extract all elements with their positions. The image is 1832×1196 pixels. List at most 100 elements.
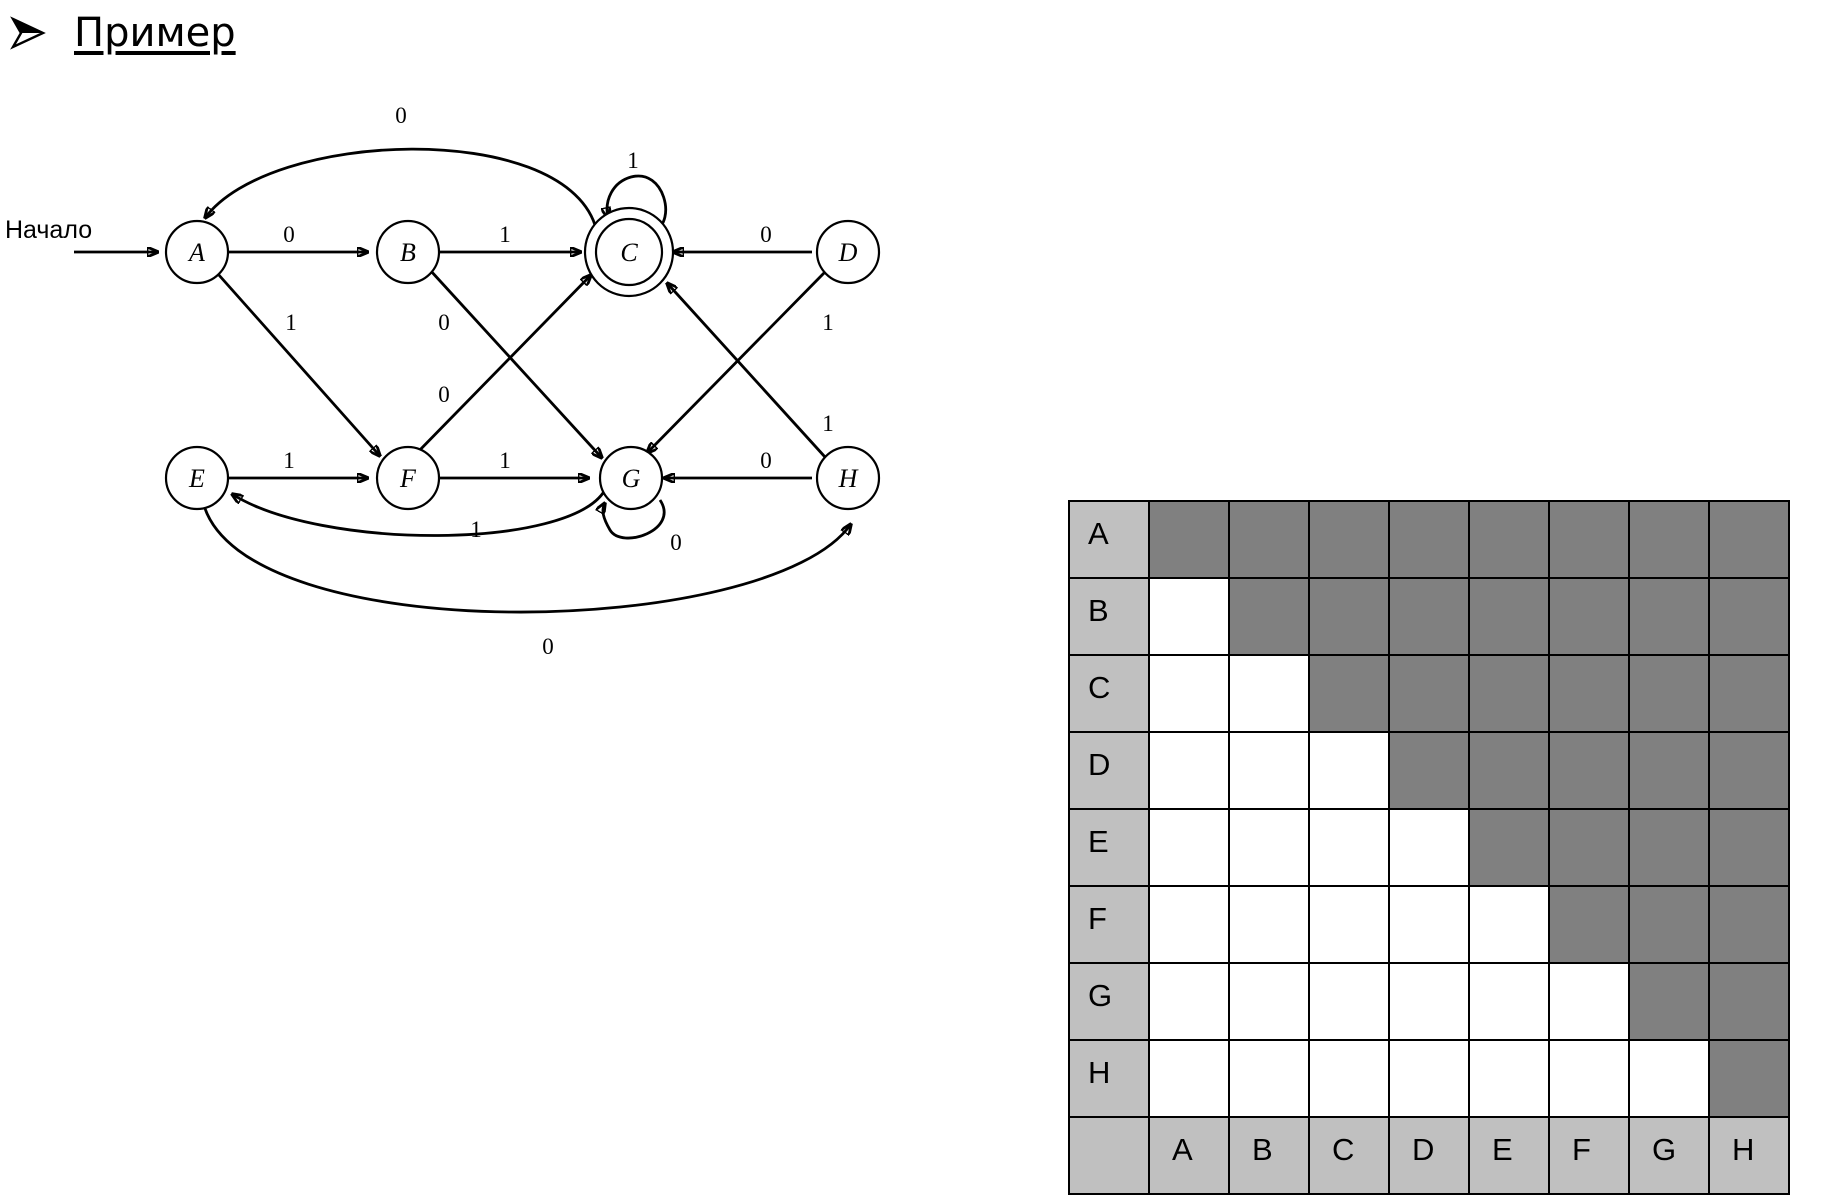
row-header: B (1068, 577, 1150, 656)
empty-cell (1388, 885, 1470, 964)
empty-cell (1308, 885, 1390, 964)
edge-label-h-g: 0 (760, 448, 772, 473)
edge-f-c (412, 275, 591, 457)
shaded-cell (1628, 654, 1710, 733)
shaded-cell (1148, 500, 1230, 579)
edge-label-g-g: 0 (670, 530, 682, 555)
empty-cell (1228, 731, 1310, 810)
empty-cell (1388, 808, 1470, 887)
shaded-cell (1388, 731, 1470, 810)
table-row: A (1068, 500, 1790, 579)
table-row: C (1068, 654, 1790, 733)
column-header: F (1548, 1116, 1630, 1195)
page-title: Пример (74, 10, 236, 56)
edge-label-a-f: 1 (285, 310, 297, 335)
column-header: C (1308, 1116, 1390, 1195)
shaded-cell (1468, 500, 1550, 579)
edge-label-f-c: 0 (438, 382, 450, 407)
empty-cell (1388, 1039, 1470, 1118)
edge-g-g (603, 499, 666, 540)
empty-cell (1308, 731, 1390, 810)
state-e: E (164, 445, 230, 511)
shaded-cell (1548, 731, 1630, 810)
edge-label-g-e: 1 (470, 517, 482, 542)
table-row: B (1068, 577, 1790, 656)
edge-label-b-g: 0 (438, 310, 450, 335)
svg-text:H: H (838, 464, 859, 493)
column-header: G (1628, 1116, 1710, 1195)
shaded-cell (1228, 577, 1310, 656)
empty-cell (1308, 808, 1390, 887)
edge-label-d-g: 1 (822, 310, 834, 335)
edge-label-h-c: 1 (822, 411, 834, 436)
table-row: G (1068, 962, 1790, 1041)
heading: Пример (10, 8, 236, 58)
shaded-cell (1628, 885, 1710, 964)
automaton-diagram: Начало A B C D E F G (5, 103, 881, 659)
empty-cell (1228, 808, 1310, 887)
edge-c-c (607, 174, 668, 232)
svg-text:C: C (620, 238, 638, 267)
table-row: F (1068, 885, 1790, 964)
empty-cell (1228, 885, 1310, 964)
column-header: A (1148, 1116, 1230, 1195)
shaded-cell (1708, 808, 1790, 887)
shaded-cell (1708, 885, 1790, 964)
empty-cell (1148, 654, 1230, 733)
empty-cell (1228, 1039, 1310, 1118)
state-a: A (164, 219, 230, 285)
shaded-cell (1548, 654, 1630, 733)
state-h: H (815, 445, 881, 511)
row-header: G (1068, 962, 1150, 1041)
edge-label-d-c: 0 (760, 222, 772, 247)
row-header: C (1068, 654, 1150, 733)
row-header: H (1068, 1039, 1150, 1118)
shaded-cell (1708, 654, 1790, 733)
edge-e-h (201, 501, 851, 614)
empty-cell (1148, 885, 1230, 964)
empty-cell (1148, 577, 1230, 656)
edge-label-e-f: 1 (283, 448, 295, 473)
shaded-cell (1308, 577, 1390, 656)
shaded-cell (1548, 500, 1630, 579)
column-header: B (1228, 1116, 1310, 1195)
table-row: H (1068, 1039, 1790, 1118)
shaded-cell (1468, 731, 1550, 810)
edge-a-f (216, 273, 380, 456)
shaded-cell (1628, 962, 1710, 1041)
row-header: E (1068, 808, 1150, 887)
edge-label-e-h: 0 (542, 634, 554, 659)
row-header: D (1068, 731, 1150, 810)
empty-cell (1628, 1039, 1710, 1118)
edge-label-c-a: 0 (395, 103, 407, 128)
empty-cell (1228, 654, 1310, 733)
empty-cell (1548, 962, 1630, 1041)
empty-cell (1148, 808, 1230, 887)
svg-text:F: F (399, 464, 417, 493)
state-g: G (598, 445, 664, 511)
empty-cell (1468, 962, 1550, 1041)
edge-c-a (205, 147, 597, 226)
empty-cell (1148, 962, 1230, 1041)
shaded-cell (1548, 885, 1630, 964)
column-header: E (1468, 1116, 1550, 1195)
shaded-cell (1468, 577, 1550, 656)
state-c-accepting: C (583, 206, 675, 298)
edge-label-c-c: 1 (627, 148, 639, 173)
row-header: F (1068, 885, 1150, 964)
shaded-cell (1628, 808, 1710, 887)
shaded-cell (1468, 808, 1550, 887)
edge-label-f-g: 1 (499, 448, 511, 473)
svg-text:E: E (188, 464, 205, 493)
arrowhead-bullet-icon (10, 16, 46, 50)
empty-cell (1468, 1039, 1550, 1118)
state-b: B (375, 219, 441, 285)
edge-b-g (428, 269, 602, 458)
empty-cell (1228, 962, 1310, 1041)
svg-text:G: G (622, 464, 641, 493)
shaded-cell (1388, 577, 1470, 656)
shaded-cell (1708, 577, 1790, 656)
shaded-cell (1388, 654, 1470, 733)
edge-g-e (232, 489, 607, 537)
